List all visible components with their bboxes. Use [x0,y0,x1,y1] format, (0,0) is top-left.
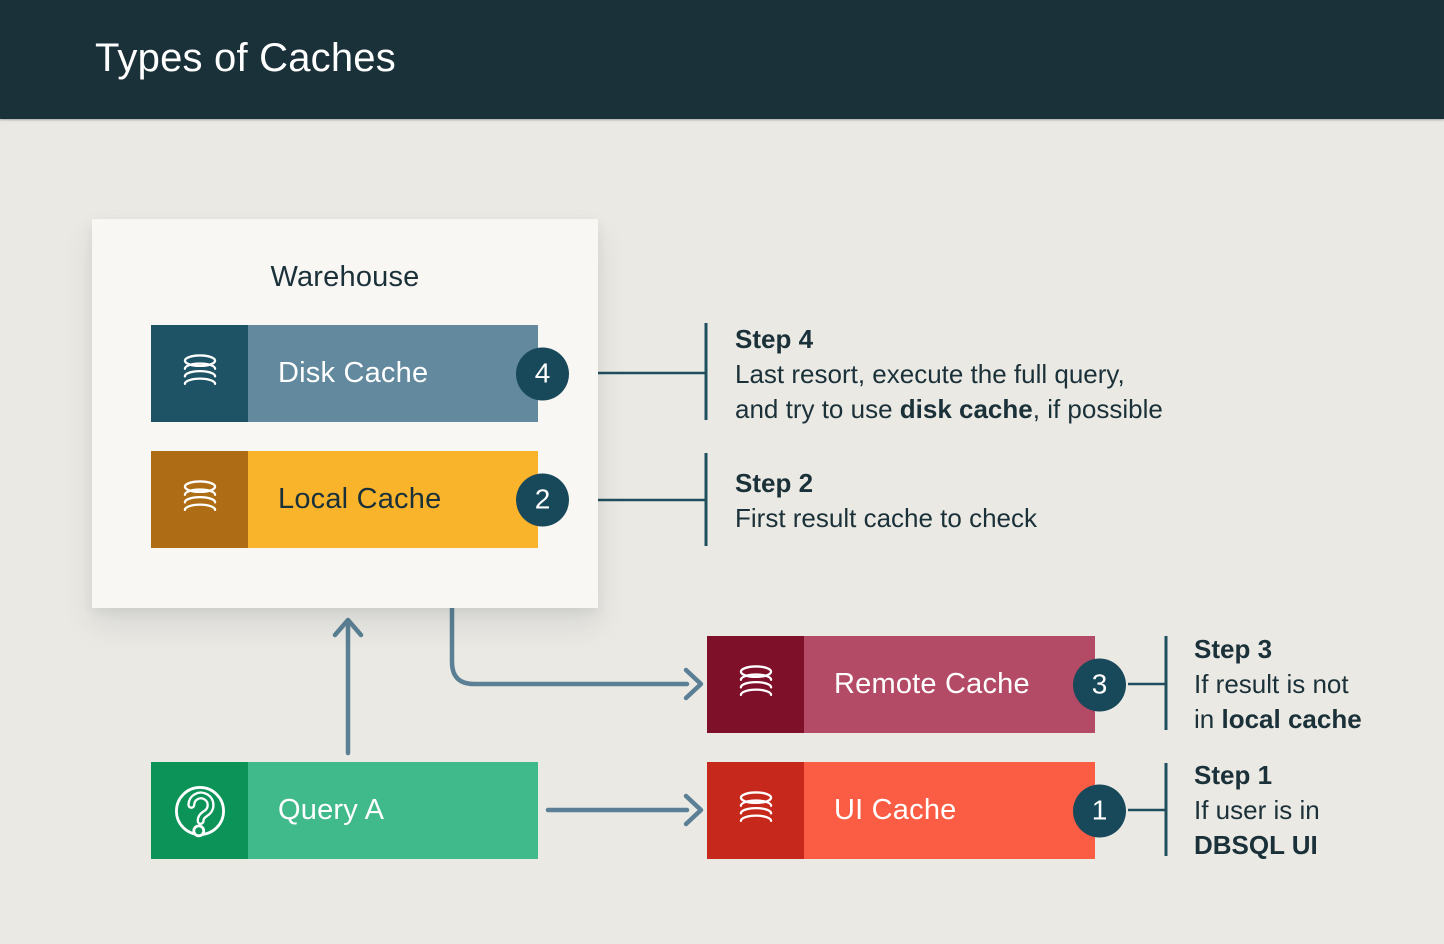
step-line: and try to use disk cache, if possible [735,392,1163,427]
database-icon [151,325,248,422]
step-heading: Step 3 [1194,634,1273,664]
node-disk-cache: Disk Cache 4 [151,325,569,422]
step-heading: Step 2 [735,468,814,498]
step-4-note: Step 4 Last resort, execute the full que… [735,322,1163,427]
node-label: UI Cache [834,794,957,826]
step-heading: Step 4 [735,324,814,354]
step-text-segment: If user is in [1194,795,1320,825]
database-icon [151,451,248,548]
step-text-bold: disk cache [899,394,1033,424]
question-icon [151,762,248,859]
step-line: in local cache [1194,702,1362,737]
node-local-cache: Local Cache 2 [151,451,569,548]
step-heading: Step 1 [1194,760,1273,790]
step-3-note: Step 3 If result is not in local cache [1194,632,1362,737]
step-line: First result cache to check [735,501,1037,536]
database-icon [707,762,804,859]
node-label: Query A [278,794,385,826]
step-text-segment: in [1194,704,1222,734]
step-text-bold: local cache [1221,704,1362,734]
node-query-a: Query A [151,762,538,859]
header-bar: Types of Caches [0,0,1444,119]
step-badge-2: 2 [516,473,569,526]
step-text-segment: Last resort, execute the full query, [735,359,1125,389]
step1-connector [1128,763,1168,856]
step-badge-3: 3 [1073,658,1126,711]
page-title: Types of Caches [95,36,396,80]
node-label: Local Cache [278,483,442,515]
node-label: Disk Cache [278,357,429,389]
step-text-segment: , if possible [1032,394,1163,424]
step-line: If user is in [1194,793,1320,828]
arrow-query-to-uicache [545,793,704,827]
step3-connector [1128,636,1168,730]
step-badge-1: 1 [1073,784,1126,837]
warehouse-panel: Warehouse Disk Cache 4 [92,219,598,608]
step-line: DBSQL UI [1194,828,1320,863]
step-text-segment: and try to use [735,394,900,424]
database-icon [707,636,804,733]
arrow-query-to-warehouse [332,617,364,756]
step-badge-4: 4 [516,347,569,400]
node-remote-cache: Remote Cache 3 [707,636,1126,733]
step-line: If result is not [1194,667,1362,702]
node-ui-cache: UI Cache 1 [707,762,1126,859]
step-1-note: Step 1 If user is in DBSQL UI [1194,758,1320,863]
step-2-note: Step 2 First result cache to check [735,466,1037,536]
warehouse-title: Warehouse [270,261,420,293]
step-text-segment: If result is not [1194,669,1349,699]
step-text-bold: DBSQL UI [1194,830,1318,860]
step-text-segment: First result cache to check [735,503,1037,533]
node-label: Remote Cache [834,668,1030,700]
step-line: Last resort, execute the full query, [735,357,1163,392]
